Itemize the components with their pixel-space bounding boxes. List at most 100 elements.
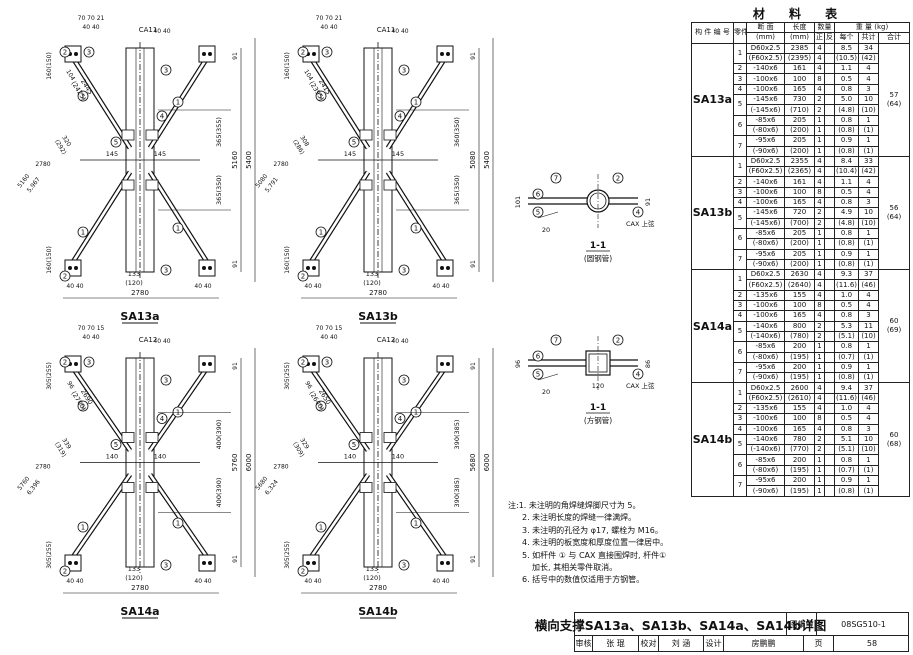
cell-section: (-80x6) [746, 464, 785, 477]
dim-web: 145 [344, 150, 356, 158]
cell-each: 0.9 [834, 475, 859, 487]
cell-total: 37 [858, 382, 879, 394]
cell-length: 205 [784, 114, 815, 126]
dim-bottom-spacing: 40 40 [432, 283, 449, 290]
header-part: 零件号 [733, 22, 747, 44]
cell-qty-pos: 4 [814, 176, 825, 188]
diagonal-rod-inner [71, 473, 132, 558]
dim-bottom: 133 [128, 565, 140, 573]
gusset-plate [436, 554, 454, 572]
cell-section: -85x6 [746, 227, 785, 240]
view-label: SA13b [358, 310, 398, 323]
dim-bottom-square: (120) [363, 574, 380, 582]
header-section: 断 面 [746, 21, 785, 34]
sum-value-square: (69) [886, 326, 902, 335]
cell-qty-pos: 8 [814, 73, 825, 85]
part-callout-number: 2 [63, 568, 67, 576]
header-length: 长度 [784, 21, 815, 34]
part-callout-number: 2 [616, 175, 620, 183]
diagonal-rod-inner [148, 171, 209, 263]
joint-plate [359, 482, 373, 493]
dim-end-offset: 305(255) [284, 362, 291, 390]
part-number: 5 [733, 320, 747, 343]
dim-web: 145 [392, 150, 404, 158]
bolt-hole [446, 561, 450, 565]
dim-bottom-spacing: 40 40 [304, 578, 321, 585]
cell-total: 4 [858, 176, 879, 188]
cell-each: 0.5 [834, 73, 859, 85]
cell-each: 0.9 [834, 135, 859, 147]
member-name: SA14a [691, 269, 734, 384]
cell-section: D60x2.5 [746, 155, 785, 168]
cell-qty-pos: 1 [814, 361, 825, 374]
part-number: 2 [733, 63, 747, 75]
cell-total: 4 [858, 73, 879, 85]
bolt-hole [202, 266, 206, 270]
part-callout [321, 46, 333, 58]
cell-qty-pos: 1 [814, 372, 825, 384]
diagonal-rod-inner [309, 57, 370, 149]
cell-total: (1) [858, 464, 879, 477]
material-table-title: 材 料 表 [752, 7, 848, 21]
section-dim-height: 101 [514, 196, 522, 208]
cell-qty-pos: 2 [814, 433, 825, 446]
cell-qty-pos: 8 [814, 300, 825, 312]
cell-length: (200) [784, 258, 815, 271]
dim-top-spacing: 40 40 [153, 338, 170, 345]
notes: 注:1. 未注明的角焊缝焊脚尺寸为 5。 2. 未注明长度的焊缝一律满焊。 3.… [508, 500, 688, 587]
part-callout-number: 3 [402, 267, 406, 275]
part-number: 3 [733, 413, 747, 425]
dim-end-offset: 160(150) [284, 246, 291, 274]
cell-total: (10) [858, 104, 879, 116]
part-callout [612, 334, 624, 346]
cell-section: D60x2.5 [746, 269, 785, 281]
design-label: 设计 [704, 635, 724, 652]
cell-length: 2600 [784, 382, 815, 394]
table-row: (F60x2.5)(2365)4(10.4)(42) [692, 166, 910, 178]
cell-qty-pos: 4 [814, 269, 825, 281]
dim-web: 140 [392, 453, 404, 461]
cell-qty-pos: 4 [814, 310, 825, 322]
cell-each: (0.8) [834, 124, 859, 137]
cell-qty-pos: 4 [814, 392, 825, 404]
cell-qty-pos: 2 [814, 217, 825, 229]
note-line: 6. 括号中的数值仅适用于方钢管。 [522, 575, 645, 585]
cell-total: 4 [858, 413, 879, 425]
part-number: 4 [733, 423, 747, 435]
part-callout [160, 264, 172, 276]
dim-end-offset: 160(150) [284, 52, 291, 80]
cell-qty-pos: 1 [814, 475, 825, 487]
sum-value-square: (64) [886, 99, 902, 108]
diagonal-rod-inner [71, 171, 132, 263]
cell-length: (200) [784, 124, 815, 137]
dim-top-spacing: 40 40 [391, 338, 408, 345]
member-sum: 60(69) [878, 269, 910, 384]
dim-bottom-spacing: 40 40 [194, 283, 211, 290]
cell-qty-pos: 4 [814, 63, 825, 75]
cell-section: -95x6 [746, 475, 785, 487]
bolt-hole [208, 52, 212, 56]
cell-qty-neg [824, 279, 835, 291]
cell-total: (1) [858, 124, 879, 137]
header-qty-neg: 反 [824, 32, 835, 44]
cell-qty-neg [824, 454, 835, 466]
part-callout-number: 5 [352, 441, 356, 449]
part-callout [172, 96, 184, 108]
part-callout-number: 3 [402, 377, 406, 385]
dim-web: 145 [154, 150, 166, 158]
page-number: 58 [866, 639, 878, 648]
cell-length: (2640) [784, 279, 815, 291]
part-number: 7 [733, 248, 747, 271]
cell-qty-neg [824, 433, 835, 446]
note-line: 注:1. 未注明的角焊缝焊脚尺寸为 5。 [508, 501, 641, 510]
part-callout-number: 4 [398, 415, 403, 423]
bolt-hole [68, 266, 72, 270]
part-callout-number: 3 [402, 562, 406, 570]
part-callout-number: 4 [636, 209, 641, 217]
cell-section: -85x6 [746, 114, 785, 126]
dim-bottom-square: (120) [125, 279, 142, 287]
bolt-hole [440, 266, 444, 270]
